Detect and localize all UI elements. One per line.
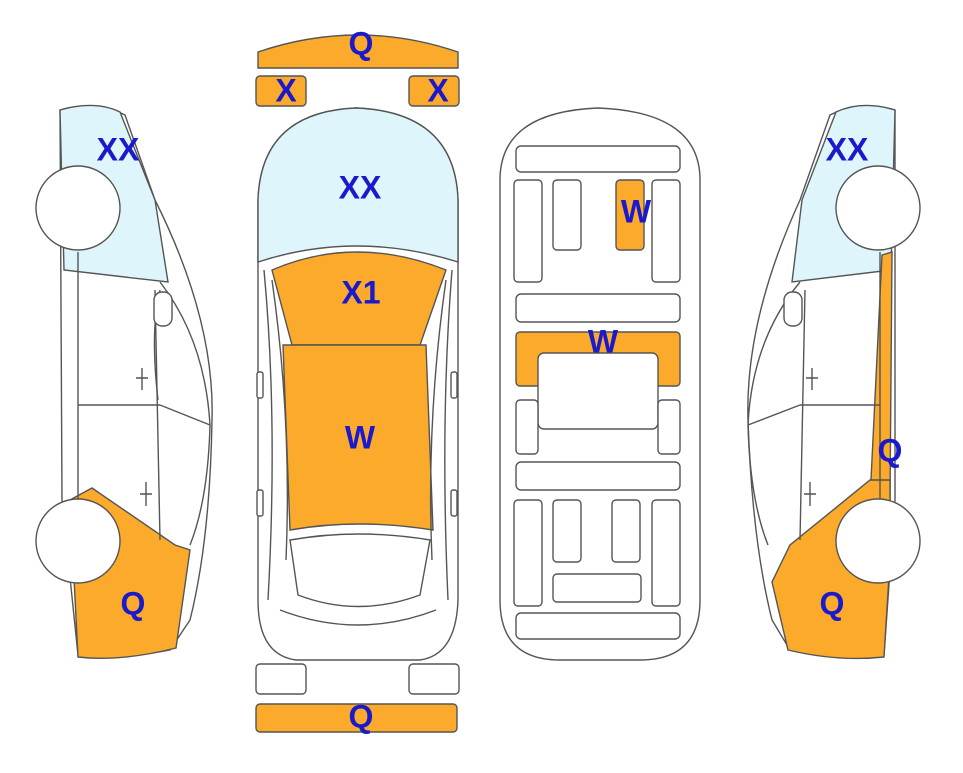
- front-bumper-part[interactable]: [257, 34, 459, 69]
- damage-labels: Q X X XX X1 W Q W W XX Q XX Q Q: [97, 25, 903, 734]
- right-side-view: [747, 104, 921, 660]
- left-front-wheel: [35, 165, 121, 251]
- top-view: [255, 34, 460, 733]
- left-window-line: [154, 289, 161, 541]
- label-left-side-rear: Q: [121, 585, 146, 621]
- left-door-line-3: [159, 404, 211, 426]
- label-roof: W: [345, 419, 376, 455]
- left-rear-wheel: [35, 498, 121, 584]
- dashboard: [515, 145, 681, 173]
- label-right-headlight: X: [427, 72, 449, 108]
- right-rear-wheel: [835, 498, 921, 584]
- rear-bumper-part[interactable]: [255, 703, 458, 733]
- right-headlight-part[interactable]: [408, 75, 460, 107]
- left-headlight-part[interactable]: [255, 75, 307, 107]
- rear-seat-right: [611, 499, 641, 563]
- right-window-line: [799, 289, 806, 541]
- right-front-wheel: [835, 165, 921, 251]
- right-roof-line: [747, 281, 801, 546]
- front-left-panel: [513, 179, 543, 283]
- left-side-view: [35, 104, 213, 659]
- middle-bar: [515, 293, 681, 323]
- left-mirror-side: [153, 291, 173, 327]
- rear-left-panel: [515, 399, 539, 455]
- interior-view: [499, 107, 701, 661]
- label-rear-bumper: Q: [349, 698, 374, 734]
- label-right-side-window: XX: [826, 131, 869, 167]
- right-inner-line: [429, 279, 447, 561]
- front-right-seat-part[interactable]: [615, 179, 645, 251]
- left-mirror: [256, 371, 264, 399]
- rear-right-panel: [657, 399, 681, 455]
- right-handle-front: [806, 368, 818, 390]
- label-interior-middle: W: [588, 323, 619, 359]
- right-door-handle: [450, 489, 458, 517]
- label-interior-rear-seat: W: [621, 193, 652, 229]
- label-left-side-window: XX: [97, 131, 140, 167]
- rear-bar: [515, 461, 681, 491]
- right-taillight-part: [408, 663, 460, 695]
- left-side-line: [263, 269, 273, 601]
- label-left-headlight: X: [275, 72, 297, 108]
- trunk-area: [515, 612, 681, 640]
- front-left-seat: [552, 179, 582, 251]
- label-right-side-strip: Q: [878, 432, 903, 468]
- right-mirror-side: [783, 291, 803, 327]
- left-inner-line: [271, 279, 289, 561]
- label-windshield: XX: [339, 169, 382, 205]
- rear-bench: [552, 573, 642, 603]
- rear-seat-left: [552, 499, 582, 563]
- rear-window-part: [289, 533, 431, 608]
- windshield-part[interactable]: [257, 107, 459, 263]
- label-hood: X1: [341, 274, 380, 310]
- roof-part[interactable]: [282, 344, 434, 531]
- rear-left-side: [513, 499, 543, 607]
- front-right-panel: [651, 179, 681, 283]
- console: [537, 352, 659, 430]
- label-front-bumper: Q: [349, 25, 374, 61]
- label-right-side-rear: Q: [820, 585, 845, 621]
- left-taillight-part: [255, 663, 307, 695]
- left-handle-rear: [140, 482, 152, 506]
- left-handle-front: [136, 368, 148, 390]
- left-door-handle: [256, 489, 264, 517]
- right-door-line-3: [747, 404, 801, 426]
- right-handle-rear: [804, 482, 816, 506]
- left-roof-line: [159, 281, 211, 546]
- trunk-line: [279, 609, 437, 626]
- hood-part[interactable]: [271, 251, 447, 346]
- right-mirror: [450, 371, 458, 399]
- rear-right-side: [651, 499, 681, 607]
- right-side-line: [444, 269, 453, 601]
